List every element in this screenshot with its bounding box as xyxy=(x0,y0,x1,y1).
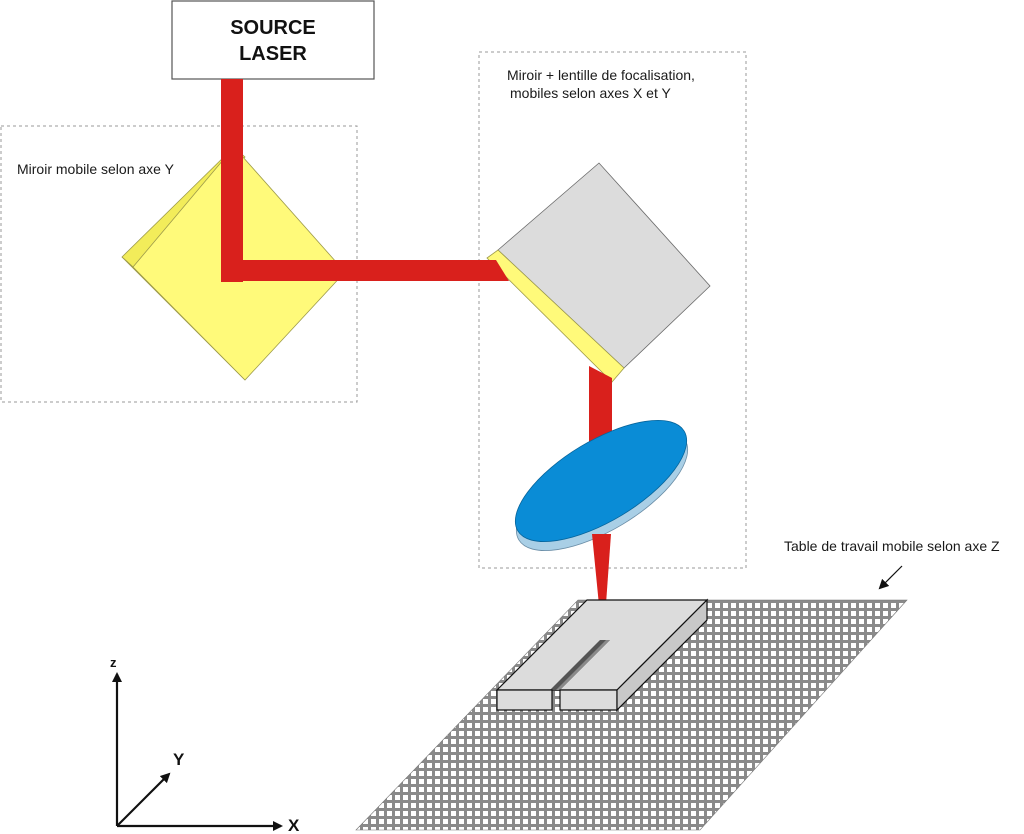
work-table-pointer-arrow xyxy=(878,565,903,590)
mirror-xy-face xyxy=(486,249,625,383)
workpiece-front-left xyxy=(496,689,553,711)
mirror-lens-frame xyxy=(478,51,747,569)
focusing-lens xyxy=(514,420,689,551)
source-laser-title-line1: SOURCE xyxy=(230,17,316,39)
mirror-lens-assembly xyxy=(486,162,711,383)
laser-beam-corner xyxy=(487,260,509,281)
laser-beam-vertical-1 xyxy=(221,79,243,282)
axis-y-line xyxy=(116,772,171,827)
laser-focused-cone xyxy=(592,534,611,646)
axis-y-label: Y xyxy=(173,750,185,769)
mirror-lens-label-line2: mobiles selon axes X et Y xyxy=(510,85,671,101)
grey-block xyxy=(497,162,711,369)
mirror-y-label: Miroir mobile selon axe Y xyxy=(17,161,175,177)
work-table-label: Table de travail mobile selon axe Z xyxy=(784,538,1000,554)
workpiece-side xyxy=(616,598,708,712)
source-laser-title-line2: LASER xyxy=(239,43,307,65)
axis-indicator: z Y X xyxy=(110,655,300,834)
workpiece xyxy=(495,598,709,712)
laser-beam xyxy=(221,79,612,483)
focusing-lens-face xyxy=(514,420,688,542)
axis-z-label: z xyxy=(110,655,117,670)
laser-beam-horizontal xyxy=(221,260,496,281)
mirror-lens-label-line1: Miroir + lentille de focalisation, xyxy=(507,67,695,83)
workpiece-front-right xyxy=(559,689,618,711)
work-table xyxy=(355,599,908,831)
source-laser-box xyxy=(171,0,375,80)
workpiece-groove-light xyxy=(556,640,610,690)
axis-x-label: X xyxy=(288,816,300,834)
